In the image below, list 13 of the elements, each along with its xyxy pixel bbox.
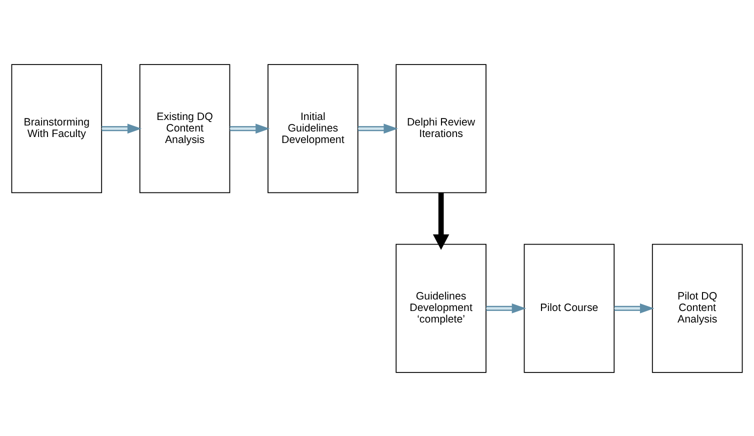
arrow [614, 302, 654, 313]
node-box: Existing DQ Content Analysis [139, 64, 230, 193]
arrow [358, 123, 398, 134]
node-box: Pilot Course [524, 243, 615, 372]
arrow [102, 123, 142, 134]
arrow [230, 123, 270, 134]
node-box: Brainstorming With Faculty [11, 64, 102, 193]
arrow [432, 192, 450, 250]
node-box: Delphi Review Iterations [396, 64, 486, 193]
node-box: Pilot DQ Content Analysis [652, 243, 743, 372]
node-box: Initial Guidelines Development [268, 64, 358, 193]
arrow [486, 302, 526, 313]
node-box: Guidelines Development ‘complete’ [396, 243, 486, 372]
